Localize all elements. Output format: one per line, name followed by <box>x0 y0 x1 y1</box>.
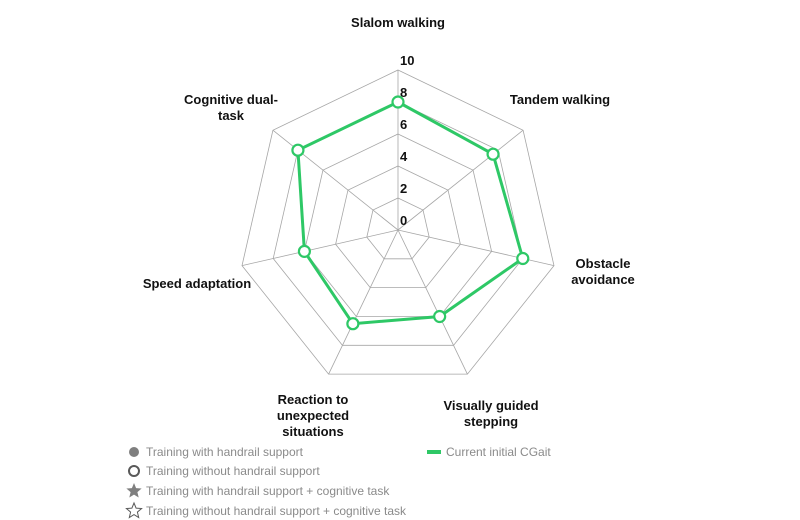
axis-label-line: unexpected <box>277 408 349 423</box>
tick-label: 4 <box>400 149 408 164</box>
grid-spoke <box>397 229 468 375</box>
legend-line-icon <box>427 450 441 454</box>
tick-label: 6 <box>400 117 407 132</box>
grid-spoke <box>397 229 555 266</box>
axis-label-line: Cognitive dual- <box>184 92 278 107</box>
tick-label: 10 <box>400 53 414 68</box>
grid-spoke <box>241 229 399 266</box>
axis-label: Tandem walking <box>510 92 610 107</box>
axis-label-line: Obstacle <box>576 256 631 271</box>
axis-label: Cognitive dual-task <box>184 92 278 123</box>
legend-filled-star-icon <box>126 483 142 498</box>
tick-label: 8 <box>400 85 407 100</box>
data-point <box>297 244 312 258</box>
grid-spoke <box>397 129 524 231</box>
axis-label-line: Speed adaptation <box>143 276 251 291</box>
grid-ring <box>366 197 430 260</box>
legend-label: Training with handrail support <box>146 445 304 459</box>
tick-label: 2 <box>400 181 407 196</box>
axis-label-line: Reaction to <box>278 392 349 407</box>
grid-spoke <box>328 229 399 375</box>
data-point <box>433 309 447 324</box>
data-point <box>516 251 530 266</box>
legend-label: Training without handrail support + cogn… <box>146 504 407 518</box>
axis-label-line: Slalom walking <box>351 15 445 30</box>
legend-label: Training with handrail support + cogniti… <box>146 484 390 498</box>
axis-label-line: situations <box>282 424 343 439</box>
axis-label-line: Tandem walking <box>510 92 610 107</box>
tick-label: 0 <box>400 213 407 228</box>
axis-label-line: Visually guided <box>443 398 538 413</box>
axis-label-line: stepping <box>464 414 518 429</box>
data-point <box>486 147 500 161</box>
legend-open-circle-icon <box>128 465 140 477</box>
data-point <box>391 95 405 109</box>
axis-label: Slalom walking <box>351 15 445 30</box>
data-point <box>346 317 360 331</box>
legend-filled-circle-icon <box>129 447 139 457</box>
axis-label-line: task <box>218 108 245 123</box>
data-point <box>291 143 305 157</box>
grid-ring <box>335 165 461 289</box>
grid-ring <box>241 69 555 375</box>
grid-ring <box>303 133 493 317</box>
series-line <box>296 100 525 326</box>
legend-label: Training without handrail support <box>146 464 320 478</box>
grid-spoke <box>272 129 399 231</box>
legend-open-star-icon <box>125 501 143 519</box>
axis-label-line: avoidance <box>571 272 635 287</box>
axis-label: Speed adaptation <box>143 276 251 291</box>
grid-ring <box>272 101 524 346</box>
legend-label: Current initial CGait <box>446 445 551 459</box>
